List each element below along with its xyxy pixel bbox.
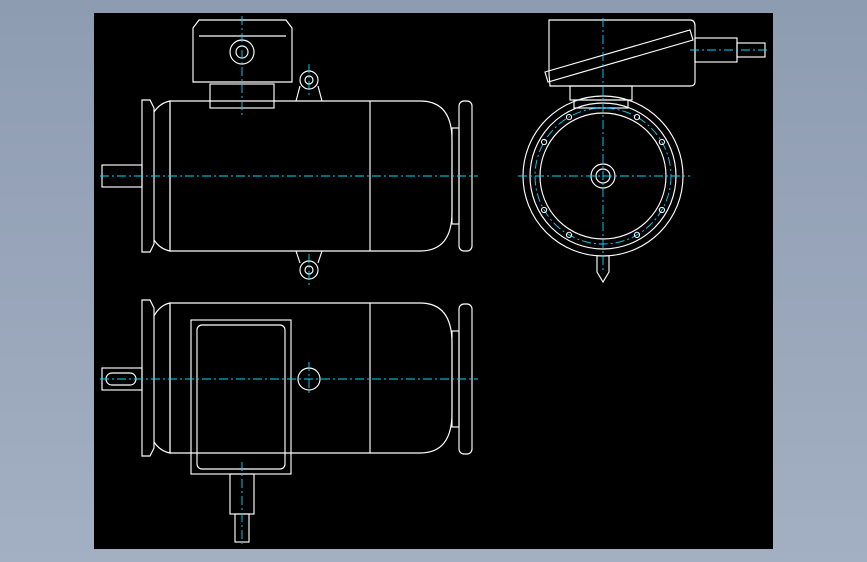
- bolt-hole: [565, 231, 573, 238]
- front-view: [100, 16, 478, 286]
- plan-view: [100, 299, 478, 546]
- side-terminal-base-lower: [573, 99, 629, 109]
- plan-flange: [141, 299, 155, 457]
- bolt-hole: [633, 114, 641, 121]
- bolt-hole: [658, 138, 666, 146]
- bolt-hole: [541, 138, 548, 146]
- bolt-hole: [565, 114, 573, 121]
- lifting-eye-top-neck: [295, 85, 323, 102]
- side-bolt-holes: [541, 114, 666, 238]
- drawing-sheet: [94, 13, 773, 549]
- bolt-hole: [658, 206, 666, 214]
- side-view: [518, 18, 770, 284]
- lifting-eye-bottom-neck: [295, 250, 323, 264]
- side-drain: [596, 256, 610, 284]
- side-terminal-box: [548, 19, 696, 87]
- terminal-box: [192, 19, 293, 83]
- plan-terminal-box-lid: [196, 324, 286, 470]
- side-terminal-lid: [544, 29, 694, 83]
- bolt-hole: [541, 206, 548, 214]
- front-flange: [141, 99, 155, 253]
- bolt-hole: [633, 231, 641, 238]
